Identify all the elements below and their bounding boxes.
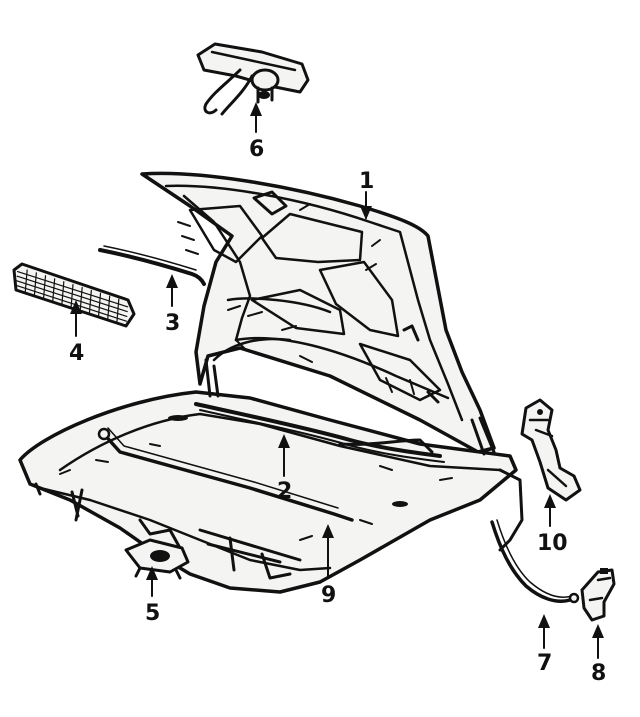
hood-hinge-part <box>520 398 582 502</box>
callout-3: 3 <box>165 311 180 336</box>
callout-10: 10 <box>537 531 568 556</box>
callout-8: 8 <box>591 661 606 686</box>
callout-1: 1 <box>359 169 374 194</box>
callout-5: 5 <box>145 601 160 626</box>
callout-2: 2 <box>277 479 292 504</box>
callout-6: 6 <box>249 137 264 162</box>
callout-9: 9 <box>321 583 336 608</box>
hood-seal-rod-part <box>98 245 206 286</box>
cowl-seal-part <box>194 402 445 463</box>
hood-panel-part <box>140 171 496 454</box>
release-cable-part <box>490 519 580 604</box>
callout-4: 4 <box>69 341 84 366</box>
hood-latch-part <box>196 42 310 116</box>
grille-panel-part <box>12 262 136 328</box>
callout-leaders <box>70 102 604 659</box>
release-handle-part <box>580 568 616 622</box>
safety-catch-part <box>124 538 190 580</box>
hood-prop-rod-part <box>97 427 354 522</box>
callout-7: 7 <box>537 651 552 676</box>
